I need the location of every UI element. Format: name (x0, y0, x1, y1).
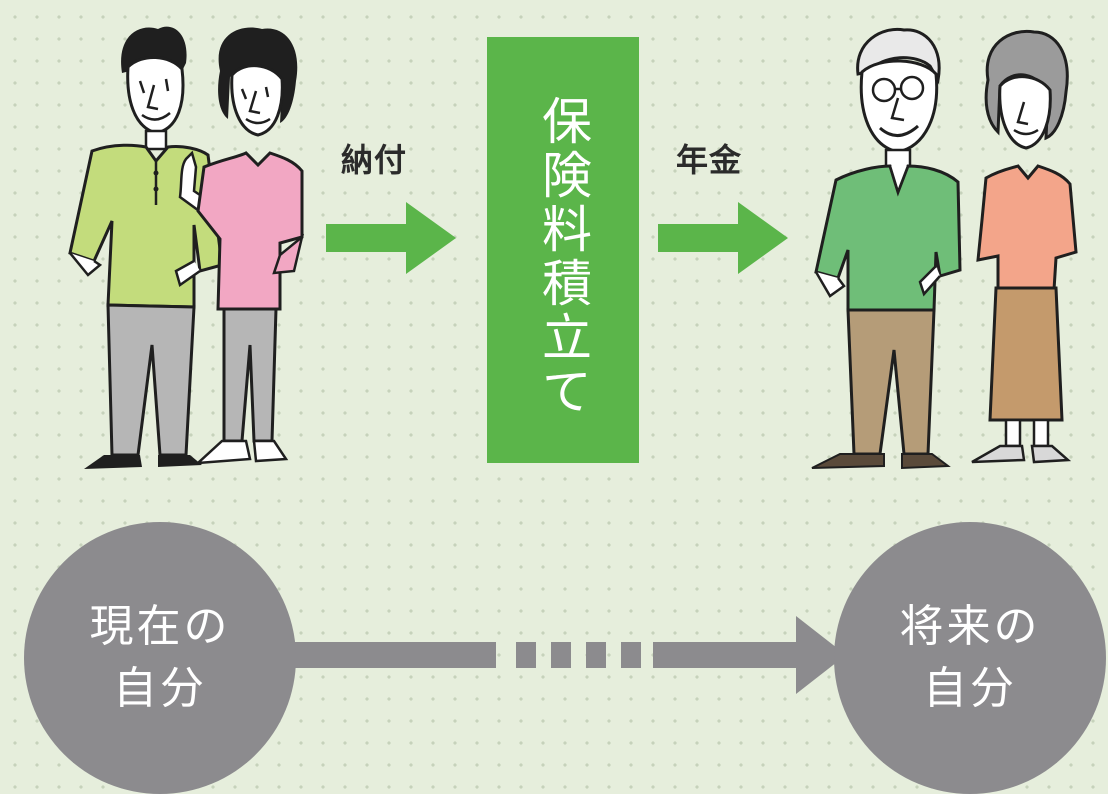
elderly-couple-illustration (811, 27, 1078, 470)
timeline-dash-2 (551, 642, 571, 668)
present-self-line1: 現在の (89, 601, 231, 652)
present-self-circle: 現在の 自分 (24, 522, 296, 794)
timeline-dash-4 (621, 642, 641, 668)
payment-label: 納付 (341, 141, 408, 179)
elderly-woman (971, 29, 1078, 464)
future-self-circle: 将来の 自分 (834, 522, 1106, 794)
young-couple-illustration (68, 26, 305, 469)
future-self-line2: 自分 (923, 663, 1017, 714)
timeline-bar-right (653, 642, 799, 668)
timeline-arrowhead (796, 616, 846, 694)
timeline-dash-1 (516, 642, 536, 668)
elderly-man (811, 27, 962, 470)
pension-label: 年金 (676, 141, 743, 179)
young-woman (178, 27, 305, 465)
payment-arrow (326, 202, 456, 274)
timeline-dash-3 (586, 642, 606, 668)
timeline-bar-left (290, 642, 496, 668)
pension-arrow (658, 202, 788, 274)
premium-savings-text: 保険料積立て (534, 95, 592, 419)
present-self-line2: 自分 (113, 663, 207, 714)
future-self-line1: 将来の (899, 601, 1041, 652)
premium-savings-box: 保険料積立て (487, 37, 639, 463)
